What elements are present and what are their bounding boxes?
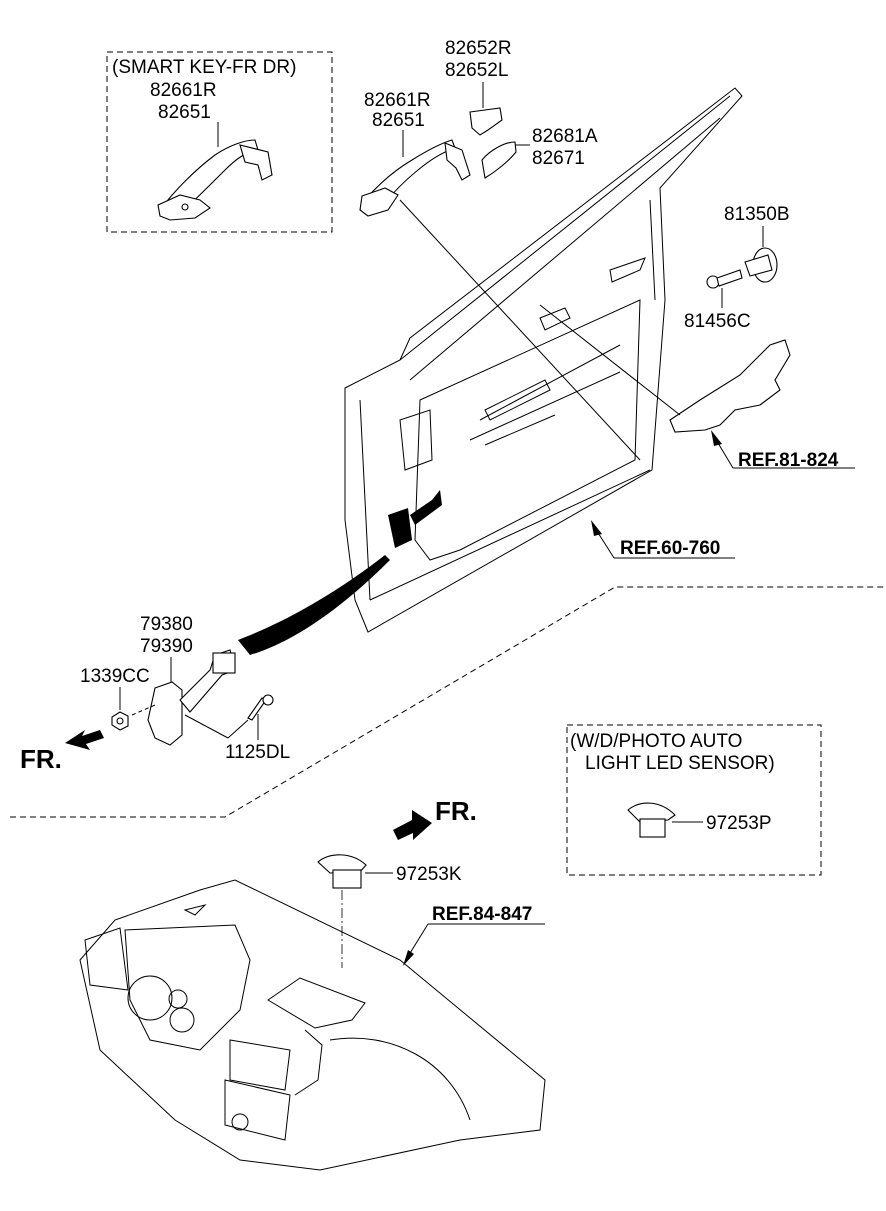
- installation-arrow: [238, 555, 390, 655]
- door-handle-icon: [359, 139, 471, 217]
- door-latch-icon: [669, 339, 791, 433]
- part-label-81350B: 81350B: [724, 204, 790, 225]
- bolt-icon: [247, 694, 274, 721]
- front-label-right: FR.: [435, 796, 477, 826]
- part-label-82652R: 82652R: [445, 38, 512, 59]
- part-label-79380: 79380: [140, 614, 193, 635]
- front-direction-arrow-left-icon: [65, 730, 104, 750]
- leader-handle-to-door: [399, 199, 641, 461]
- part-label-97253P: 97253P: [706, 813, 772, 834]
- leader-latch: [539, 304, 681, 416]
- photo-sensor-optional-icon: [627, 802, 676, 838]
- photo-sensor-caption-line1: (W/D/PHOTO AUTO: [570, 731, 742, 752]
- photo-sensor-box: [566, 724, 822, 876]
- part-label-82681A: 82681A: [532, 126, 598, 147]
- photo-sensor-caption-line2: LIGHT LED SENSOR): [585, 753, 775, 774]
- part-label-79390: 79390: [140, 636, 193, 657]
- part-label-82671: 82671: [532, 148, 585, 169]
- part-label-81456C: 81456C: [684, 311, 751, 332]
- door-checker-icon: [147, 649, 236, 746]
- door-clip-icon: [744, 247, 778, 283]
- part-label-1339CC: 1339CC: [80, 666, 150, 687]
- part-label-97253K: 97253K: [396, 864, 462, 885]
- screw-icon: [706, 269, 743, 289]
- ref-label-latch: REF.81-824: [738, 450, 839, 471]
- door-checker-installed-icon: [388, 508, 412, 548]
- part-label-82651: 82651: [372, 110, 425, 131]
- part-label-82651-box: 82651: [158, 102, 211, 123]
- part-label-1125DL: 1125DL: [225, 742, 290, 763]
- front-direction-arrow-right-icon: [393, 810, 432, 840]
- front-door-panel-icon: [344, 87, 743, 633]
- smart-key-box: [106, 51, 333, 233]
- smart-key-caption: (SMART KEY-FR DR): [112, 57, 296, 78]
- ref-label-crash-pad: REF.84-847: [432, 904, 532, 925]
- section-divider: [10, 586, 886, 818]
- escutcheon-icon: [481, 141, 517, 179]
- dashboard-crash-pad-icon: [79, 879, 546, 1171]
- part-label-82652L: 82652L: [445, 60, 508, 81]
- ref-label-door-panel: REF.60-760: [620, 538, 720, 559]
- part-label-82661R-box: 82661R: [150, 80, 217, 101]
- front-label-left: FR.: [20, 744, 62, 774]
- door-handle-smart-key-icon: [157, 139, 273, 221]
- handle-cover-icon: [469, 107, 503, 136]
- part-label-82661R: 82661R: [364, 90, 431, 111]
- auto-light-sensor-icon: [317, 854, 367, 889]
- nut-icon: [111, 711, 129, 731]
